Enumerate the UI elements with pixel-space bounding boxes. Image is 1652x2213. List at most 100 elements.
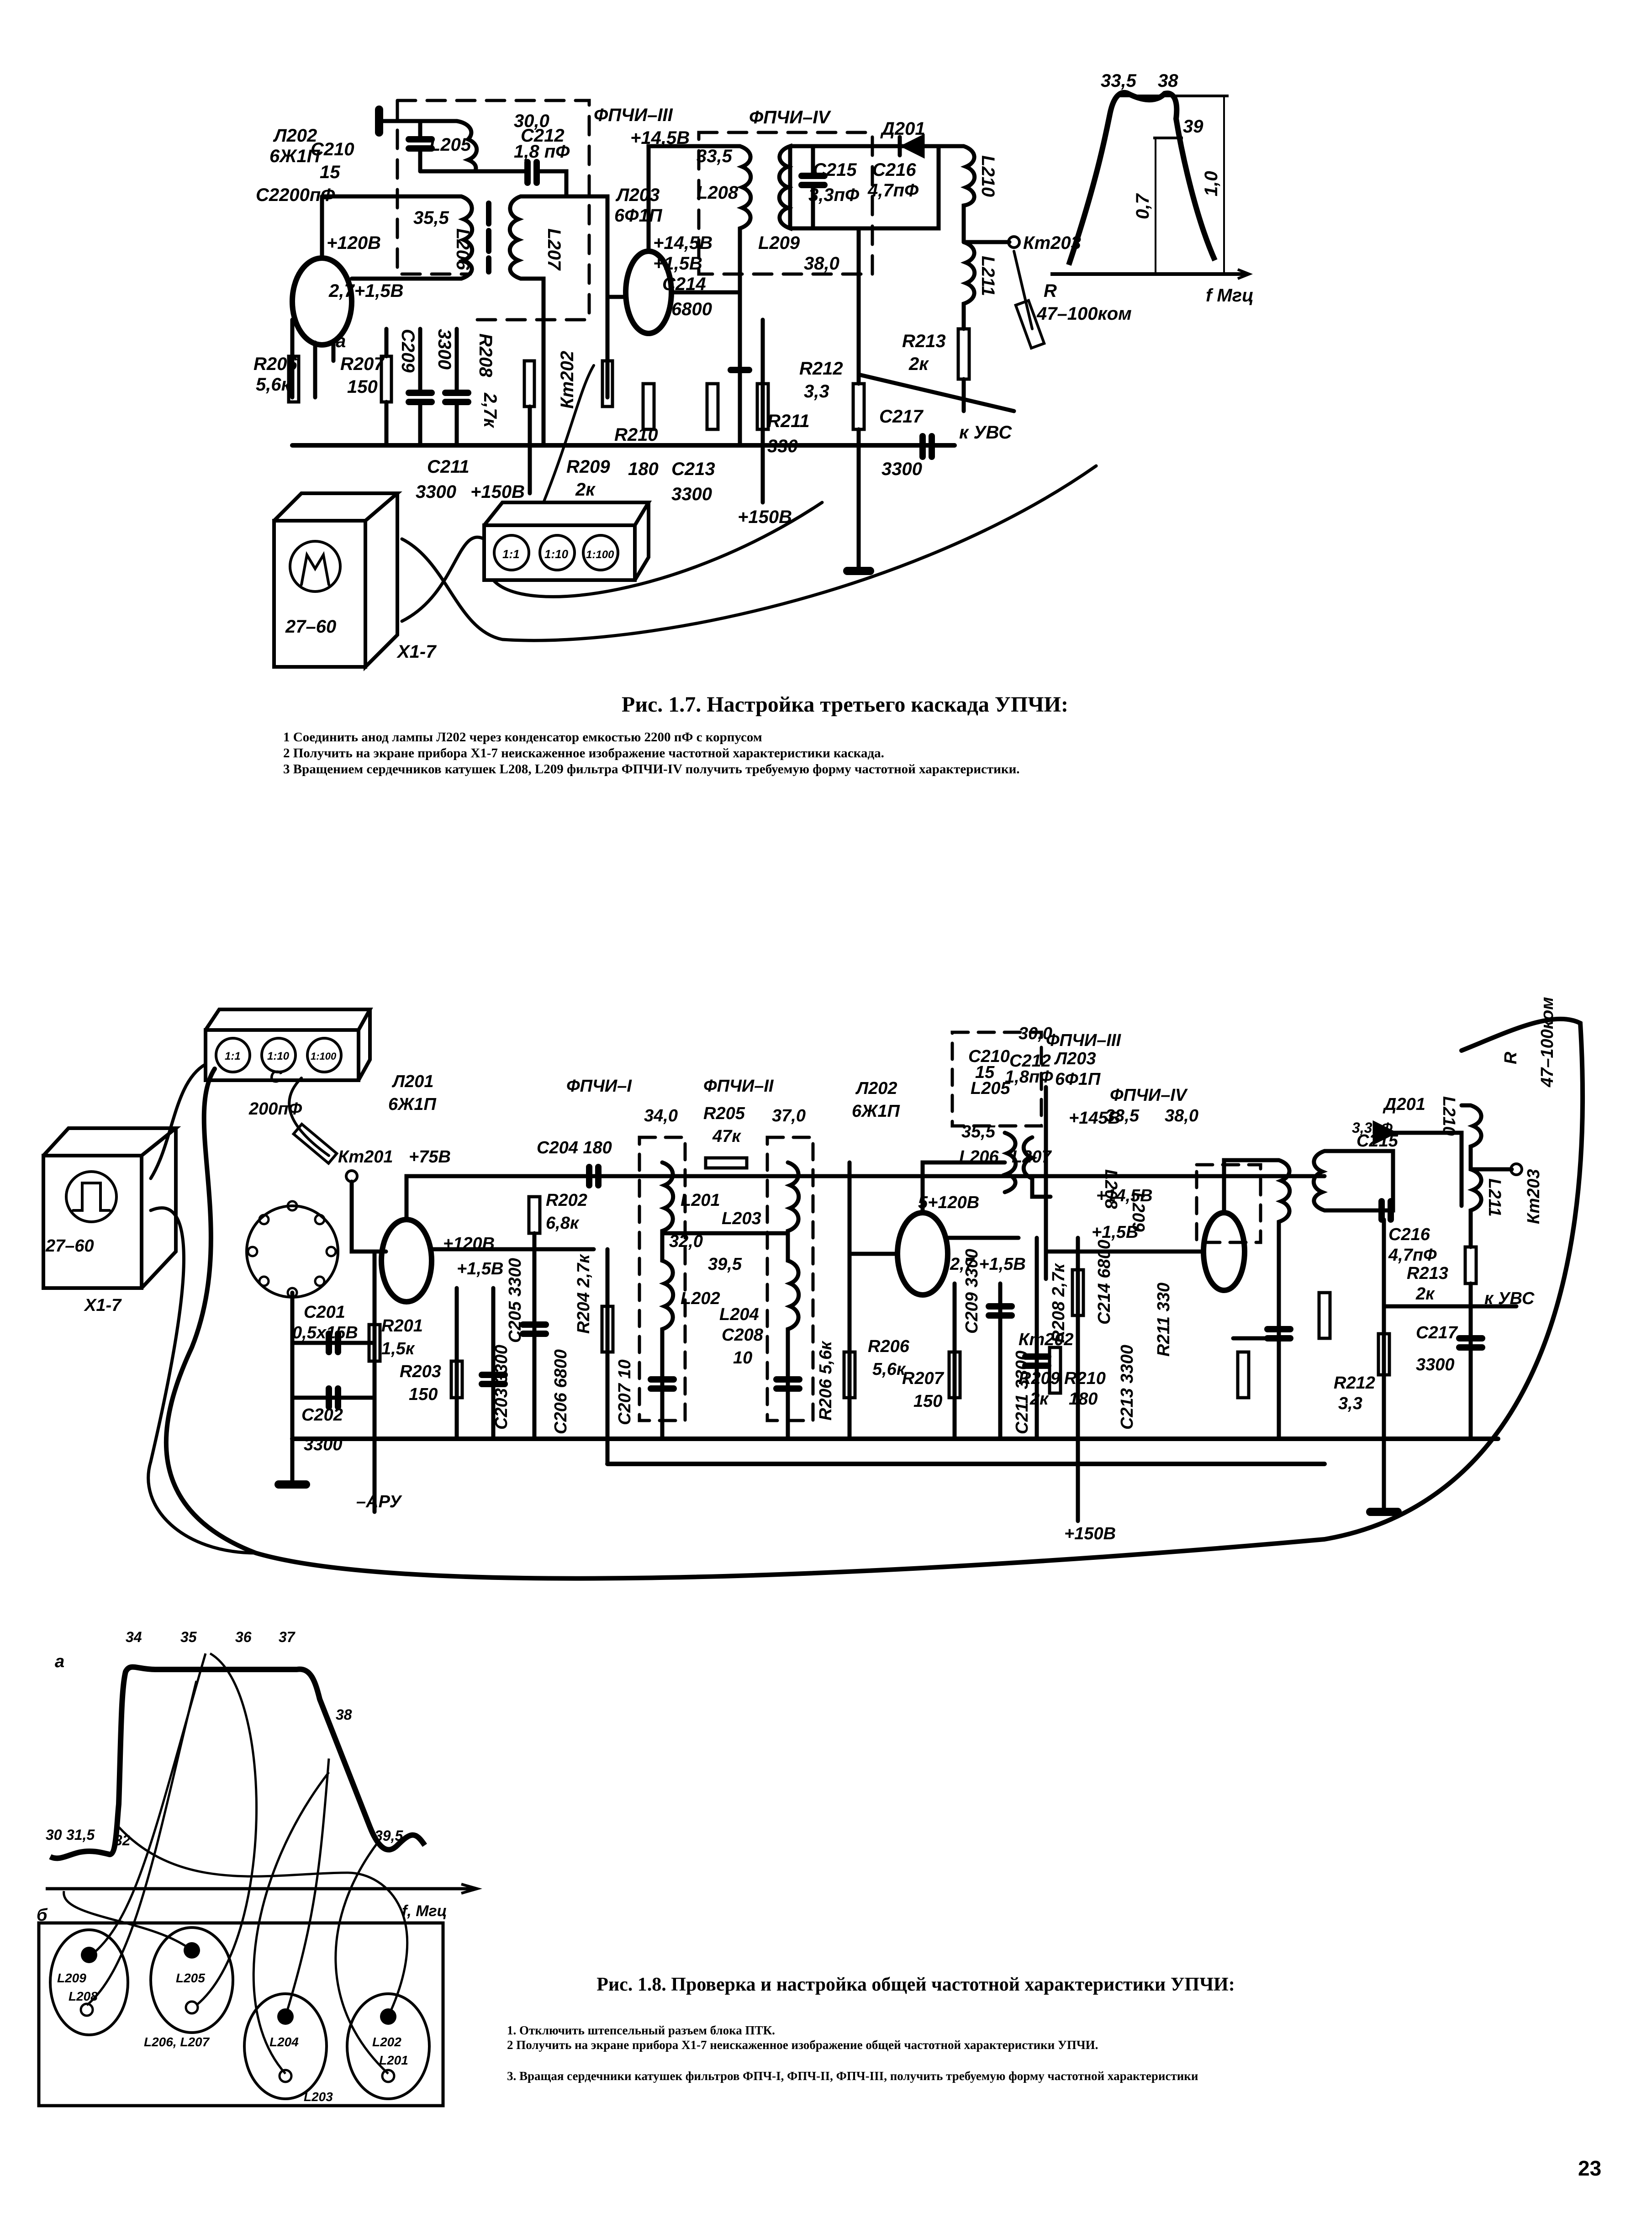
label-r207: R207 <box>902 1369 945 1388</box>
label-d201: Д201 <box>1383 1095 1425 1114</box>
label-r206: R206 <box>253 354 297 374</box>
label-l204: L204 <box>719 1305 759 1324</box>
coil-label-l203: L203 <box>304 2090 333 2104</box>
label-tube-l202: Л202 <box>855 1079 897 1098</box>
label-l211: L211 <box>1485 1178 1504 1217</box>
label-kt203: Кт203 <box>1524 1169 1543 1224</box>
label-r203-value: 150 <box>409 1385 438 1404</box>
label-tube-l203: Л203 <box>615 185 660 205</box>
label-c207: С207 10 <box>615 1359 634 1425</box>
label-c214: С214 6800 <box>1095 1240 1114 1325</box>
label-c213-value: 3300 <box>671 484 712 504</box>
label-kuvs: к УВС <box>1484 1289 1535 1308</box>
label-c216: С216 <box>872 160 916 180</box>
label-filter-2: ФПЧИ–II <box>703 1077 774 1096</box>
label-r210-value: 180 <box>1069 1389 1098 1409</box>
plot-tick-31-5: 31,5 <box>66 1827 95 1843</box>
figure-1-7-step-1: 1 Соединить анод лампы Л202 через конден… <box>283 730 762 745</box>
label-r209-value: 2к <box>575 480 596 500</box>
plot-axis-label: f Мгц <box>1206 285 1254 306</box>
label-c211: С211 <box>427 457 470 477</box>
label-v150: +150В <box>1064 1524 1116 1543</box>
label-v15: +1,5В <box>653 254 702 274</box>
coil-label-l201: L201 <box>379 2053 408 2067</box>
label-filter-3: ФПЧИ–III <box>594 105 673 125</box>
label-c210-value: 15 <box>975 1063 995 1082</box>
figure-1-8-step-1: 1. Отключить штепсельный разъем блока ПТ… <box>507 2023 775 2037</box>
label-instrument-range: 27–60 <box>45 1236 94 1256</box>
label-l205: L205 <box>971 1079 1010 1098</box>
label-filter-3: ФПЧИ–III <box>1046 1031 1121 1050</box>
label-c205: С205 3300 <box>506 1258 525 1343</box>
label-l209: L209 <box>758 233 800 253</box>
label-v75: +75В <box>409 1147 451 1167</box>
figure-1-7-step-3: 3 Вращением сердечников катушек L208, L2… <box>283 762 1020 776</box>
label-c216-value: 4,7пФ <box>867 180 919 201</box>
plot-label-33-5: 33,5 <box>1101 71 1137 91</box>
label-r211-value: 330 <box>767 436 798 456</box>
label-l203: L203 <box>722 1209 761 1228</box>
label-attenuator-100: 1:100 <box>586 549 614 561</box>
label-c212: С212 <box>1009 1051 1051 1071</box>
label-attenuator-1: 1:1 <box>225 1050 241 1062</box>
coil-label-l209: L209 <box>57 1971 86 1985</box>
label-l206: L206 <box>959 1147 999 1167</box>
label-c215-value: 3,3пФ <box>808 185 860 205</box>
label-r207-value: 150 <box>913 1392 942 1411</box>
label-r210: R210 <box>1064 1369 1106 1388</box>
label-c217: С217 <box>1416 1323 1458 1342</box>
label-c215: С215 <box>1356 1131 1399 1151</box>
label-c201-value: 0,5х15В <box>292 1323 358 1342</box>
label-c-probe-value: 200пФ <box>248 1099 302 1119</box>
label-c206: С206 6800 <box>551 1349 570 1434</box>
label-filter-4: ФПЧИ–IV <box>749 107 831 127</box>
label-v145b: +14,5В <box>653 233 713 253</box>
label-c212: С212 <box>521 126 565 146</box>
label-freq-38: 38,0 <box>804 254 839 274</box>
label-v120b: 5+120В <box>918 1193 979 1212</box>
label-r203: R203 <box>400 1362 441 1381</box>
label-kt201: Кт201 <box>338 1147 393 1167</box>
label-r210-value: 180 <box>628 459 659 479</box>
plot-panel-a: а <box>55 1652 64 1671</box>
plot-axis-label: f, Мгц <box>402 1902 447 1920</box>
label-r211: R211 330 <box>1154 1283 1173 1357</box>
label-instrument: Х1-7 <box>84 1296 122 1315</box>
label-v27b: 2,7 +1,5В <box>950 1255 1026 1274</box>
label-freq-33: 33,5 <box>697 146 733 166</box>
label-filter-4: ФПЧИ–IV <box>1110 1086 1188 1105</box>
label-filter-1: ФПЧИ–I <box>566 1077 632 1096</box>
label-c2200: С2200пФ <box>256 185 335 205</box>
label-l207: L207 <box>1012 1147 1052 1167</box>
label-c217-value: 3300 <box>1416 1355 1455 1374</box>
label-freq-35-5: 35,5 <box>961 1122 996 1141</box>
label-r206: R206 <box>868 1337 910 1356</box>
plot-label-1-0: 1,0 <box>1201 171 1221 196</box>
plot-tick-34: 34 <box>126 1629 142 1645</box>
label-l201: L201 <box>681 1191 720 1210</box>
label-v27: 2,7+1,5В <box>328 281 403 301</box>
label-v15a: +1,5В <box>457 1259 503 1278</box>
plot-tick-38: 38 <box>336 1706 352 1723</box>
label-v150b: +150В <box>738 507 792 527</box>
coil-label-l202: L202 <box>372 2035 401 2049</box>
label-l209: L209 <box>1129 1192 1148 1232</box>
label-c212-value: 1,8пФ <box>1005 1067 1053 1087</box>
label-v120: +120В <box>327 233 381 253</box>
label-r206-value: 5,6к <box>256 375 291 395</box>
label-freq-34: 34,0 <box>644 1106 678 1125</box>
label-attenuator-10: 1:10 <box>544 547 569 561</box>
label-r212: R212 <box>799 359 843 379</box>
label-r213-value: 2к <box>908 354 929 374</box>
label-r204: R204 2,7к <box>574 1254 593 1334</box>
label-r209: R209 <box>566 457 610 477</box>
label-v145: +145В <box>1069 1109 1120 1128</box>
label-l210: L210 <box>1439 1096 1458 1136</box>
label-c215-value: 3,3пФ <box>1352 1120 1393 1136</box>
label-freq-30: 30,0 <box>514 111 549 131</box>
label-r-probe-value: 47–100ком <box>1036 304 1132 324</box>
label-r213: R213 <box>902 331 946 351</box>
label-d201: Д201 <box>880 119 925 139</box>
label-attenuator-100: 1:100 <box>311 1051 337 1062</box>
label-c-probe: С <box>269 1067 282 1087</box>
